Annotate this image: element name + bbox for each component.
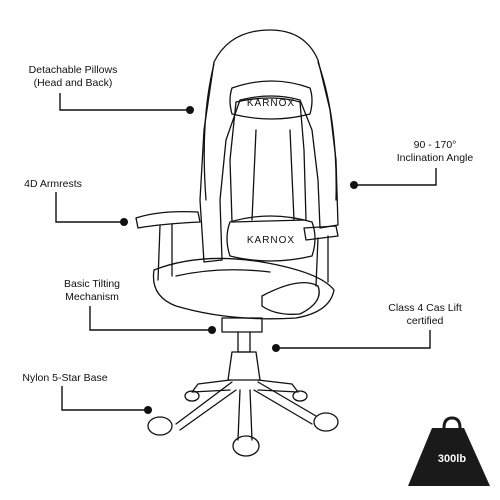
base-leg-front-left	[175, 381, 233, 425]
callout-star-base: Nylon 5-Star Base	[22, 372, 108, 384]
base-leg-front	[237, 389, 253, 441]
base-leg-back-left	[191, 379, 231, 393]
caster-back-left	[184, 390, 200, 402]
callout-gas-lift: Class 4 Cas Lift certified	[388, 302, 462, 327]
caster-front	[232, 435, 260, 457]
tilt-mechanism	[221, 317, 263, 333]
head-pillow	[229, 80, 313, 120]
back-panel	[229, 97, 307, 223]
weight-capacity-label: 300lb	[437, 453, 467, 465]
base-leg-back-right	[257, 379, 299, 393]
callout-detachable-pillows: Detachable Pillows (Head and Back)	[28, 64, 118, 89]
callout-armrests: 4D Armrests	[24, 178, 82, 190]
caster-back-right	[292, 390, 308, 402]
gas-lift-upper	[237, 331, 251, 353]
caster-right	[313, 412, 339, 432]
seat-inner	[175, 269, 271, 277]
back-stripe-right	[289, 129, 295, 221]
left-armrest-post	[157, 223, 173, 281]
base-leg-front-right-under	[253, 389, 313, 425]
leader-incline	[354, 168, 437, 186]
gas-lift-cover	[227, 351, 261, 381]
lumbar-pillow	[226, 215, 316, 262]
dot-gaslift	[272, 344, 280, 352]
callout-tilting-mechanism: Basic Tilting Mechanism	[63, 278, 121, 303]
seat-front-bolster	[261, 282, 320, 315]
right-armrest-pad	[303, 225, 339, 241]
back-stripe-left	[251, 129, 257, 221]
base-leg-front-right	[257, 381, 317, 417]
lumbar-pillow-brand: KARNOX	[247, 235, 295, 246]
weight-icon	[408, 416, 490, 486]
dot-base	[144, 406, 152, 414]
caster-left	[147, 416, 173, 436]
leader-tilt	[89, 306, 210, 331]
right-wing	[317, 61, 337, 201]
leader-armrests	[55, 192, 124, 223]
dot-incline	[350, 181, 358, 189]
callout-inclination-angle: 90 - 170° Inclination Angle	[396, 139, 474, 164]
head-pillow-brand: KARNOX	[247, 98, 295, 109]
left-armrest-pad	[135, 210, 201, 229]
leader-gaslift	[276, 330, 431, 349]
dot-pillows	[186, 106, 194, 114]
base-leg-front-left-under	[179, 389, 237, 431]
left-wing	[203, 63, 215, 201]
dot-armrests	[120, 218, 128, 226]
right-armrest-post	[315, 235, 329, 287]
dot-tilt	[208, 326, 216, 334]
leader-pillows	[59, 93, 190, 111]
seat	[152, 257, 335, 320]
leader-base	[61, 386, 148, 411]
